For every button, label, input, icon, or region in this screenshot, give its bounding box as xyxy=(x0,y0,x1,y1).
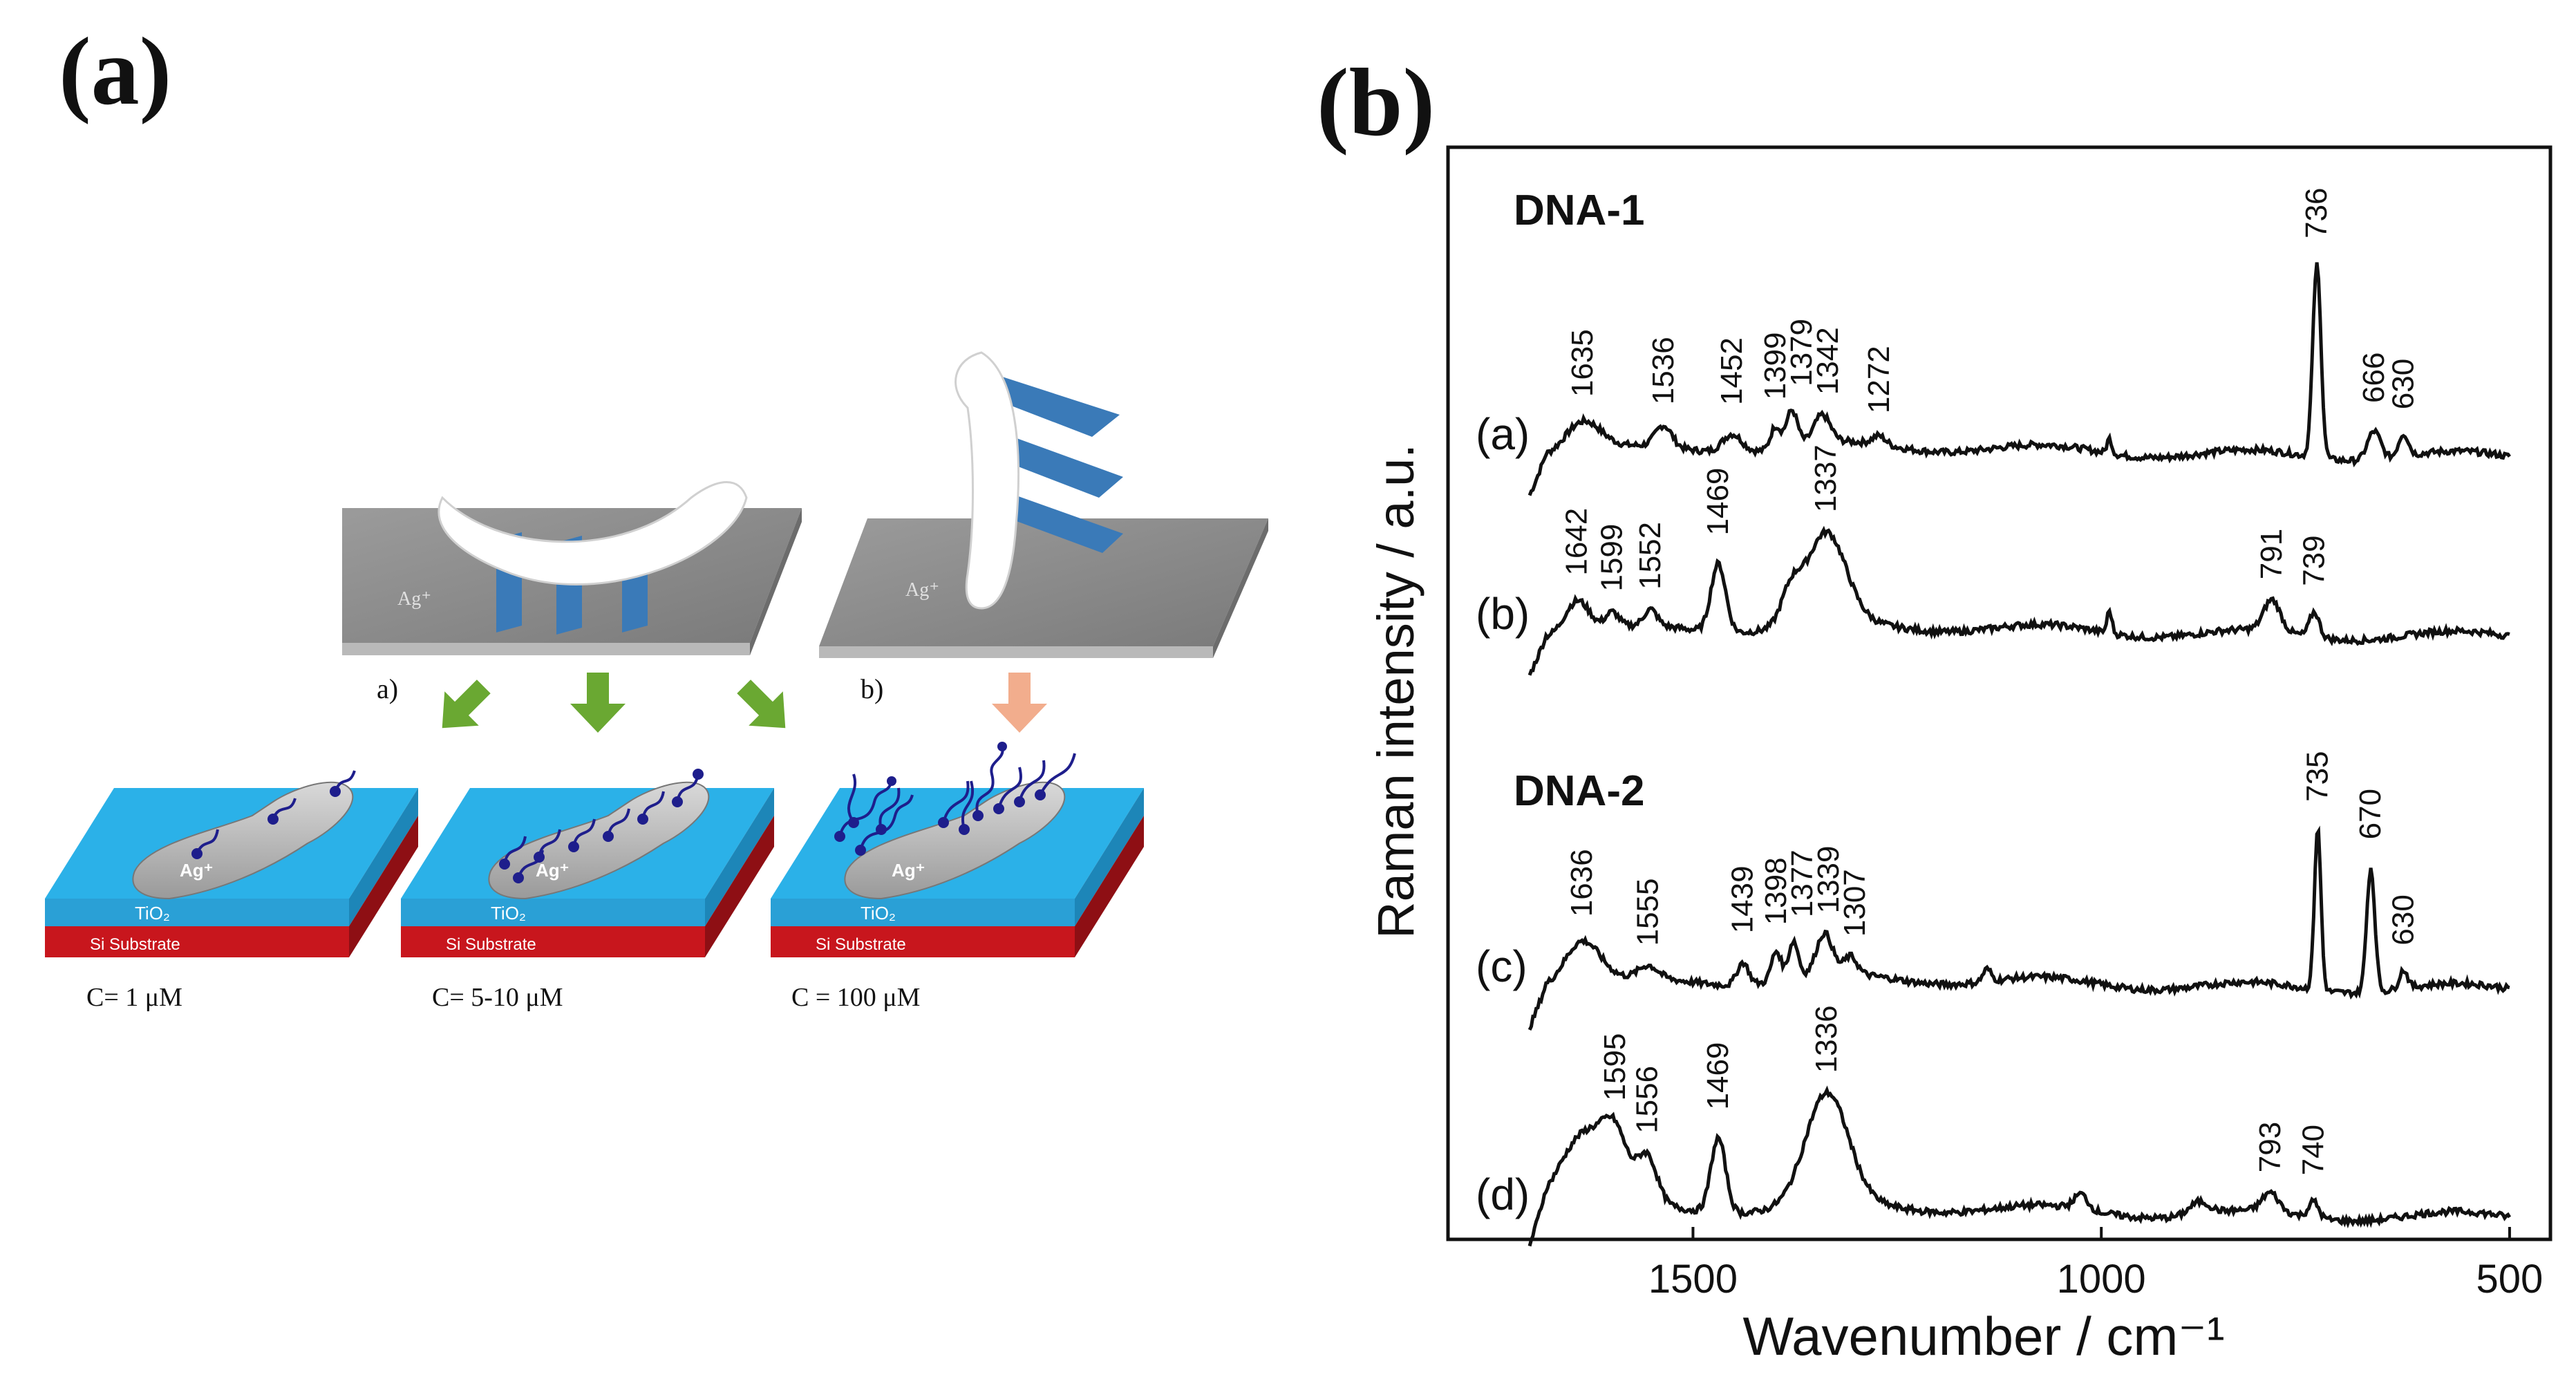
peak-label: 1377 xyxy=(1785,850,1819,917)
series-label: (a) xyxy=(1476,409,1530,459)
concentration-label: C = 100 μM xyxy=(791,983,920,1012)
peak-label: 1379 xyxy=(1785,319,1818,386)
spectrum-line xyxy=(1527,262,2511,496)
peak-label: 1339 xyxy=(1812,846,1845,914)
substrate-label: Si Substrate xyxy=(446,935,536,954)
panel-a-label: (a) xyxy=(59,18,171,125)
substrate-block-1: Ag⁺ TiO₂ Si Substrate C= 1 μM xyxy=(45,770,418,1012)
peak-label: 1307 xyxy=(1838,869,1872,937)
ag-plate-right xyxy=(819,518,1268,646)
ag-label: Ag⁺ xyxy=(536,860,569,881)
peak-label: 1272 xyxy=(1862,346,1896,413)
peak-label: 1342 xyxy=(1811,327,1845,395)
peak-label: 1399 xyxy=(1758,332,1792,400)
ag-label: Ag⁺ xyxy=(892,860,925,881)
orange-arrow xyxy=(992,673,1047,733)
peak-label: 1336 xyxy=(1809,1005,1843,1073)
spectrum-line xyxy=(1527,525,2510,676)
peak-label: 1452 xyxy=(1715,337,1749,405)
peak-label: 791 xyxy=(2255,529,2288,579)
x-ticks: 1500 1000 500 xyxy=(1648,1227,2543,1302)
concentration-label: C= 1 μM xyxy=(86,983,182,1012)
peak-label: 1469 xyxy=(1701,468,1735,536)
substrate-label: Si Substrate xyxy=(90,935,180,954)
dna-blade xyxy=(1006,435,1123,498)
spectrum-line xyxy=(1527,1085,2512,1247)
substrate-block-2: Ag⁺ TiO₂ Si Substrate C= 5-10 μM xyxy=(401,769,774,1012)
substrate-block-3: Ag⁺ TiO₂ Si Substrate C = 10 xyxy=(771,742,1144,1012)
schematic-panel: (a) Ag⁺ Ag⁺ a) b) xyxy=(45,18,1268,1012)
x-tick-label: 1500 xyxy=(1648,1257,1738,1302)
peak-label: 670 xyxy=(2353,789,2387,839)
x-tick-label: 500 xyxy=(2476,1257,2544,1302)
green-arrow-left xyxy=(442,679,491,729)
tio2-label: TiO₂ xyxy=(861,903,896,923)
dna-molecule-upright xyxy=(955,351,1019,610)
ag-label: Ag⁺ xyxy=(397,588,431,610)
tio2-label: TiO₂ xyxy=(135,903,170,923)
ag-label: Ag⁺ xyxy=(905,579,939,601)
upright-adsorption-schematic: Ag⁺ xyxy=(819,351,1268,658)
group-label-dna-2: DNA-2 xyxy=(1514,767,1644,815)
peak-label: 1469 xyxy=(1701,1042,1735,1110)
peak-label: 793 xyxy=(2253,1122,2287,1172)
dna-strands xyxy=(838,746,1076,851)
peak-label: 630 xyxy=(2386,894,2420,945)
peak-label: 1599 xyxy=(1595,524,1629,592)
x-tick-label: 1000 xyxy=(2057,1257,2146,1302)
peak-label: 1439 xyxy=(1726,865,1760,933)
peak-label: 1536 xyxy=(1646,337,1680,404)
ag-label: Ag⁺ xyxy=(180,860,213,881)
ag-island xyxy=(488,781,710,900)
peak-label: 1556 xyxy=(1630,1066,1664,1134)
flat-adsorption-schematic: Ag⁺ xyxy=(342,481,802,655)
series-label: (d) xyxy=(1476,1170,1530,1219)
group-label-dna-1: DNA-1 xyxy=(1514,187,1644,234)
concentration-label: C= 5-10 μM xyxy=(432,983,563,1012)
ag-island xyxy=(132,781,354,900)
peak-label: 1552 xyxy=(1633,522,1667,590)
green-arrow-middle xyxy=(570,673,626,733)
peak-label: 1595 xyxy=(1598,1033,1632,1101)
dna-blade xyxy=(999,377,1120,437)
series-label: (b) xyxy=(1476,589,1530,639)
peak-label: 1398 xyxy=(1759,857,1793,925)
raman-chart: (b) Raman intensity / a.u. Wavenumber / … xyxy=(1317,49,2553,1367)
series-label: (c) xyxy=(1476,941,1527,991)
plot-frame xyxy=(1446,145,2553,1241)
peak-label: 1635 xyxy=(1566,329,1599,397)
peak-label: 1555 xyxy=(1631,879,1665,946)
peak-label: 1642 xyxy=(1560,508,1594,576)
y-axis-label: Raman intensity / a.u. xyxy=(1367,444,1425,939)
peak-label: 736 xyxy=(2300,187,2333,238)
substrate-label: Si Substrate xyxy=(816,935,906,954)
peak-label: 630 xyxy=(2386,359,2420,409)
mode-b-label: b) xyxy=(861,673,883,704)
peak-label: 739 xyxy=(2297,535,2331,585)
peak-label: 1337 xyxy=(1809,444,1843,512)
panel-b-label: (b) xyxy=(1317,49,1435,156)
dna-blade xyxy=(1009,494,1123,553)
spectrum-line xyxy=(1527,825,2510,1031)
peak-label: 735 xyxy=(2300,751,2334,801)
peak-label: 740 xyxy=(2296,1125,2330,1175)
mode-a-label: a) xyxy=(377,673,398,704)
dna-molecule-flat xyxy=(438,481,748,585)
green-arrow-right xyxy=(737,679,786,729)
tio2-label: TiO₂ xyxy=(491,903,526,923)
x-axis-label: Wavenumber / cm⁻¹ xyxy=(1742,1306,2224,1367)
ag-island xyxy=(844,781,1066,900)
peak-label: 1636 xyxy=(1565,849,1599,917)
peak-label: 666 xyxy=(2357,353,2391,403)
